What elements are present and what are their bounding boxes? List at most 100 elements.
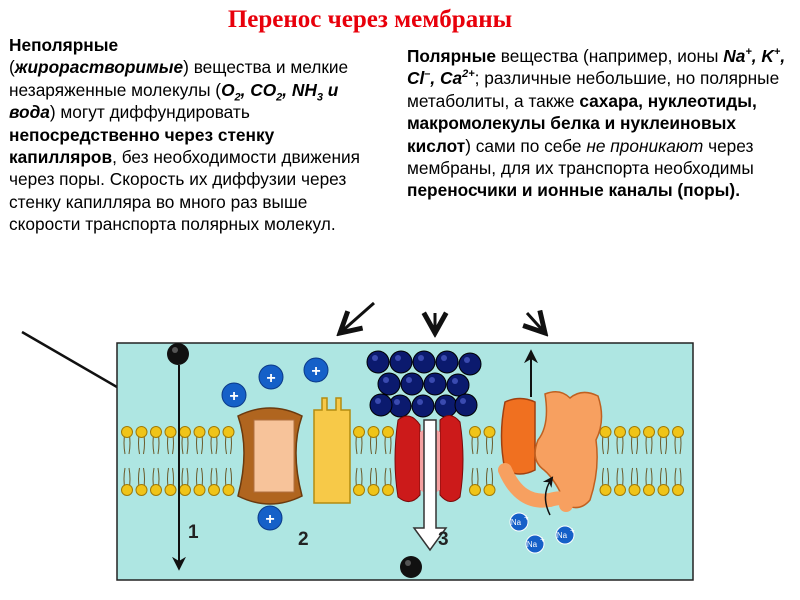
text-fragment: ( <box>9 57 15 78</box>
lipid-head <box>164 426 177 438</box>
direct-diffusion-term: непосредственно через стенку капилляров <box>9 124 275 168</box>
polar-heading: Полярные <box>407 46 496 66</box>
subscript: 2 <box>276 91 283 104</box>
text-fragment: ) могут диффундировать <box>49 102 250 123</box>
text-fragment: ; различные небольшие, но полярные метаб… <box>407 68 780 111</box>
na-ion: Na+ <box>555 525 575 545</box>
molecule-highlight <box>418 355 424 361</box>
pore-channel <box>394 415 464 578</box>
lipid-head <box>469 426 481 438</box>
cation: + <box>258 364 284 390</box>
lipid-head <box>599 484 612 496</box>
macromolecule <box>434 394 458 418</box>
molecule-highlight <box>394 399 400 405</box>
macromolecule <box>366 350 390 374</box>
molecule-highlight <box>460 398 466 404</box>
svg-text:Na: Na <box>527 540 538 549</box>
molecule-nh3: , NH <box>282 79 317 100</box>
macromolecule <box>435 350 459 374</box>
lipid-head <box>353 484 365 496</box>
lipid-head <box>672 426 684 438</box>
svg-text:+: + <box>570 526 575 535</box>
subscript: 2 <box>234 91 241 104</box>
superscript: + <box>773 46 781 59</box>
lipid-head <box>382 484 394 496</box>
svg-text:+: + <box>540 535 545 544</box>
lipid-head <box>353 426 365 438</box>
svg-text:Na: Na <box>557 531 568 540</box>
lipid-head <box>193 484 206 496</box>
molecule-water: и вода <box>9 79 339 123</box>
lipid-head <box>208 484 220 496</box>
subscript: 3 <box>316 91 323 104</box>
ion-k: , K <box>751 46 774 66</box>
molecule-highlight <box>452 378 458 384</box>
superscript: + <box>745 46 752 59</box>
ion-na: Na <box>723 46 746 66</box>
lipid-head <box>614 426 626 438</box>
arrow-to-carrier <box>340 301 375 333</box>
fat-soluble-term: жирорастворимые <box>14 57 184 78</box>
cation: + <box>221 382 247 408</box>
lipid-head <box>193 426 206 438</box>
superscript: – <box>424 68 431 81</box>
label-pore: 3 <box>438 529 449 550</box>
svg-text:+: + <box>265 511 274 528</box>
nonpolar-molecule <box>167 343 189 365</box>
molecule-highlight <box>406 377 412 383</box>
lipid-head <box>657 484 670 496</box>
text-fragment: ) вещества и мелкие незаряженные молекул… <box>9 57 349 100</box>
molecule-highlight <box>372 355 378 361</box>
molecule-highlight <box>417 399 423 405</box>
cation: + <box>303 357 329 383</box>
cation-group: + + + + <box>221 357 329 531</box>
molecule-highlight <box>172 347 178 353</box>
transported-molecule <box>400 556 422 578</box>
molecule-highlight <box>429 377 435 383</box>
label-simple-diffusion: 1 <box>188 522 199 543</box>
pore-arrow <box>412 419 448 552</box>
macromolecule <box>454 393 478 417</box>
label-carrier: 2 <box>298 529 309 550</box>
macromolecule <box>389 350 413 374</box>
svg-text:Na: Na <box>511 518 522 527</box>
macromolecules-term: сахара, нуклеотиды, макромолекулы белка … <box>407 90 757 156</box>
carrier-core <box>253 419 295 493</box>
page-title: Перенос через мембраны <box>227 6 513 33</box>
superscript: 2+ <box>462 68 475 81</box>
lipid-head <box>483 484 496 496</box>
molecule-highlight <box>440 399 446 405</box>
lipid-head <box>628 484 641 496</box>
lipid-head <box>121 484 133 496</box>
lipid-head <box>469 484 481 496</box>
lipid-head <box>135 484 148 496</box>
lipid-head <box>222 484 235 496</box>
lipid-head <box>367 426 380 438</box>
polar-description: Полярные вещества (например, ионы Na+, K… <box>407 45 793 202</box>
macromolecule <box>400 372 424 396</box>
macromolecule <box>411 394 435 418</box>
lipid-head <box>643 484 655 496</box>
molecule-highlight <box>405 560 411 566</box>
lipid-head <box>643 426 655 438</box>
svg-text:+: + <box>524 513 529 522</box>
macromolecule <box>423 372 447 396</box>
molecule-o2: O <box>221 79 235 100</box>
macromolecule-cluster <box>366 350 482 418</box>
molecule-co2: , CO <box>240 79 277 100</box>
lipid-head <box>367 484 380 496</box>
not-penetrate-term: не проникают <box>586 135 704 156</box>
lipid-head <box>150 426 162 438</box>
na-ion: Na+ <box>509 512 529 532</box>
lipid-head <box>382 426 394 438</box>
molecule-highlight <box>395 355 401 361</box>
lipid-head <box>121 426 133 438</box>
ion-cl: , Cl <box>407 46 786 89</box>
nonpolar-heading: Неполярные <box>9 35 119 55</box>
lipid-head <box>657 426 670 438</box>
molecule-highlight <box>464 357 470 363</box>
macromolecule <box>412 350 436 374</box>
text-fragment: через мембраны, для их транспорта необхо… <box>407 135 754 179</box>
lipid-head <box>599 426 612 438</box>
